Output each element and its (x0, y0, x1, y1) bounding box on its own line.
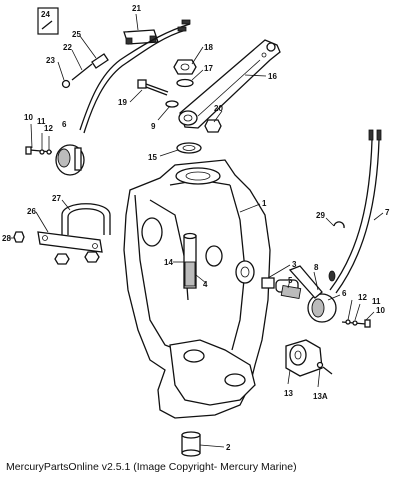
arm-nut-stack (165, 59, 222, 133)
wire-clip (123, 29, 159, 45)
callout-6-left: 6 (62, 120, 67, 129)
callout-26: 26 (27, 207, 36, 216)
steering-arm (178, 39, 281, 129)
callout-14: 14 (164, 258, 173, 267)
callout-27: 27 (52, 194, 61, 203)
u-bolt-assembly (13, 203, 111, 265)
swivel-bracket (123, 159, 271, 419)
callout-15: 15 (148, 153, 157, 162)
callout-28: 28 (2, 234, 11, 243)
callout-3: 3 (292, 260, 297, 269)
bottom-bushing (181, 431, 201, 457)
callout-13: 13 (284, 389, 293, 398)
right-screw-set (341, 319, 371, 328)
copyright-caption: MercuryPartsOnline v2.5.1 (Image Copyrig… (6, 461, 297, 473)
leader-lines (10, 13, 384, 448)
callout-10-right: 10 (376, 306, 385, 315)
cover-plate (285, 339, 333, 377)
trim-sender-right (275, 129, 382, 323)
callout-6-right: 6 (342, 289, 347, 298)
arm-bolt (137, 79, 169, 96)
callout-24: 24 (41, 10, 50, 19)
callout-16: 16 (268, 72, 277, 81)
callout-13a: 13A (313, 392, 328, 401)
callout-19: 19 (118, 98, 127, 107)
callout-12-right: 12 (358, 293, 367, 302)
callout-21: 21 (132, 4, 141, 13)
callout-29: 29 (316, 211, 325, 220)
retaining-ring (333, 221, 345, 229)
sender-mount-hardware (61, 53, 109, 89)
callout-22: 22 (63, 43, 72, 52)
callout-4: 4 (203, 280, 208, 289)
trim-sender-left (55, 19, 191, 176)
callout-23: 23 (46, 56, 55, 65)
callout-5: 5 (288, 276, 293, 285)
callout-8: 8 (314, 263, 319, 272)
badge-24: 24 (37, 7, 59, 35)
callout-18: 18 (204, 43, 213, 52)
left-screw-set (25, 146, 53, 155)
callout-2: 2 (226, 443, 231, 452)
pivot-pin (183, 232, 197, 289)
side-bushings (261, 277, 302, 300)
callout-1: 1 (262, 199, 267, 208)
callout-12-left: 12 (44, 124, 53, 133)
callout-17: 17 (204, 64, 213, 73)
callout-7: 7 (385, 208, 390, 217)
callout-11-right: 11 (372, 297, 381, 306)
callout-25: 25 (72, 30, 81, 39)
callout-11-left: 11 (37, 117, 46, 126)
callout-9: 9 (151, 122, 156, 131)
top-washer (176, 142, 202, 154)
callout-10-left: 10 (24, 113, 33, 122)
callout-20: 20 (214, 104, 223, 113)
